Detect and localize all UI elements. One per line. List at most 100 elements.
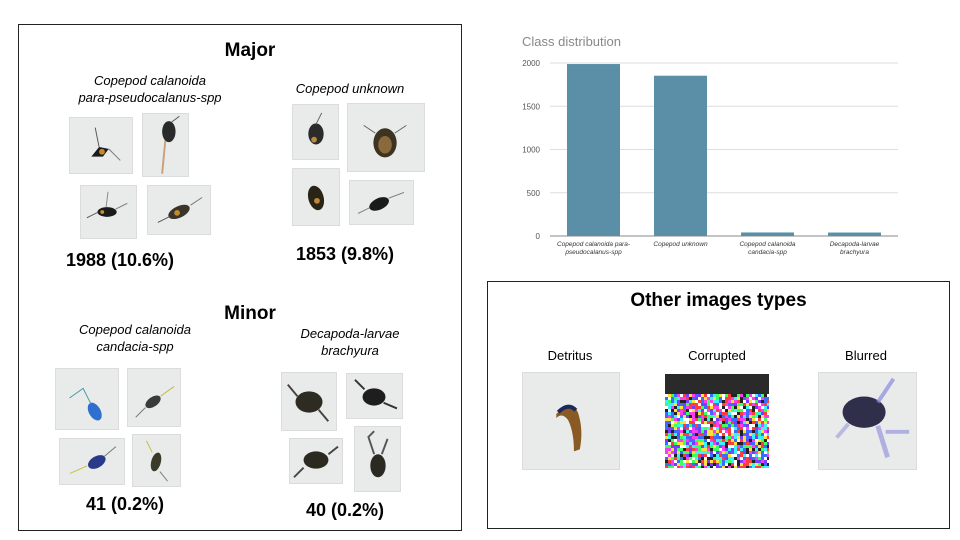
- noise-pixel: [731, 430, 734, 433]
- noise-pixel: [719, 457, 722, 460]
- noise-pixel: [746, 454, 749, 457]
- noise-pixel: [683, 436, 686, 439]
- noise-pixel: [734, 445, 737, 448]
- noise-pixel: [731, 466, 734, 468]
- noise-pixel: [674, 415, 677, 418]
- noise-pixel: [758, 403, 761, 406]
- noise-pixel: [719, 430, 722, 433]
- noise-pixel: [692, 445, 695, 448]
- noise-pixel: [749, 466, 752, 468]
- noise-pixel: [671, 454, 674, 457]
- noise-pixel: [740, 448, 743, 451]
- noise-pixel: [758, 439, 761, 442]
- class-name-line2: candacia-spp: [96, 339, 174, 354]
- noise-pixel: [752, 394, 755, 397]
- y-tick-label: 0: [536, 232, 541, 241]
- noise-pixel: [710, 454, 713, 457]
- plankton-image: [69, 117, 133, 174]
- noise-pixel: [767, 442, 769, 445]
- noise-pixel: [725, 439, 728, 442]
- noise-pixel: [746, 430, 749, 433]
- noise-pixel: [698, 394, 701, 397]
- noise-pixel: [719, 403, 722, 406]
- noise-pixel: [764, 457, 767, 460]
- noise-pixel: [677, 400, 680, 403]
- noise-pixel: [725, 406, 728, 409]
- noise-pixel: [734, 403, 737, 406]
- noise-pixel: [767, 445, 769, 448]
- noise-pixel: [671, 427, 674, 430]
- noise-pixel: [686, 442, 689, 445]
- noise-pixel: [665, 457, 668, 460]
- noise-pixel: [665, 433, 668, 436]
- noise-pixel: [716, 460, 719, 463]
- noise-pixel: [719, 424, 722, 427]
- noise-pixel: [668, 394, 671, 397]
- noise-pixel: [767, 463, 769, 466]
- noise-pixel: [725, 397, 728, 400]
- noise-pixel: [707, 448, 710, 451]
- x-tick-label: Copepod unknown: [653, 241, 708, 248]
- noise-pixel: [674, 433, 677, 436]
- noise-pixel: [665, 412, 668, 415]
- noise-pixel: [737, 442, 740, 445]
- noise-pixel: [698, 415, 701, 418]
- noise-pixel: [716, 406, 719, 409]
- noise-pixel: [731, 400, 734, 403]
- noise-pixel: [746, 409, 749, 412]
- noise-pixel: [710, 394, 713, 397]
- noise-pixel: [674, 463, 677, 466]
- noise-pixel: [731, 421, 734, 424]
- noise-pixel: [737, 427, 740, 430]
- noise-pixel: [746, 406, 749, 409]
- noise-pixel: [737, 460, 740, 463]
- noise-pixel: [683, 421, 686, 424]
- noise-pixel: [761, 436, 764, 439]
- noise-pixel: [737, 412, 740, 415]
- noise-pixel: [668, 430, 671, 433]
- noise-pixel: [752, 451, 755, 454]
- noise-pixel: [746, 433, 749, 436]
- noise-pixel: [752, 463, 755, 466]
- noise-pixel: [674, 451, 677, 454]
- noise-pixel: [722, 430, 725, 433]
- noise-pixel: [671, 400, 674, 403]
- noise-pixel: [713, 433, 716, 436]
- noise-pixel: [731, 439, 734, 442]
- noise-pixel: [761, 454, 764, 457]
- noise-pixel: [752, 457, 755, 460]
- noise-pixel: [695, 460, 698, 463]
- noise-pixel: [761, 421, 764, 424]
- noise-pixel: [698, 457, 701, 460]
- noise-pixel: [689, 418, 692, 421]
- noise-pixel: [695, 445, 698, 448]
- noise-pixel: [752, 445, 755, 448]
- noise-pixel: [758, 418, 761, 421]
- noise-pixel: [713, 439, 716, 442]
- noise-pixel: [686, 445, 689, 448]
- noise-pixel: [665, 451, 668, 454]
- noise-pixel: [749, 448, 752, 451]
- noise-pixel: [746, 451, 749, 454]
- noise-pixel: [689, 436, 692, 439]
- noise-pixel: [731, 463, 734, 466]
- noise-pixel: [704, 451, 707, 454]
- noise-pixel: [716, 445, 719, 448]
- noise-pixel: [752, 433, 755, 436]
- noise-pixel: [710, 397, 713, 400]
- noise-pixel: [677, 397, 680, 400]
- plankton-image: [132, 434, 181, 487]
- noise-pixel: [710, 421, 713, 424]
- noise-pixel: [752, 439, 755, 442]
- noise-pixel: [683, 409, 686, 412]
- noise-pixel: [767, 427, 769, 430]
- noise-pixel: [671, 448, 674, 451]
- noise-pixel: [671, 403, 674, 406]
- noise-pixel: [692, 433, 695, 436]
- noise-pixel: [683, 433, 686, 436]
- noise-pixel: [671, 406, 674, 409]
- noise-pixel: [725, 418, 728, 421]
- noise-pixel: [707, 397, 710, 400]
- noise-pixel: [731, 445, 734, 448]
- noise-pixel: [734, 394, 737, 397]
